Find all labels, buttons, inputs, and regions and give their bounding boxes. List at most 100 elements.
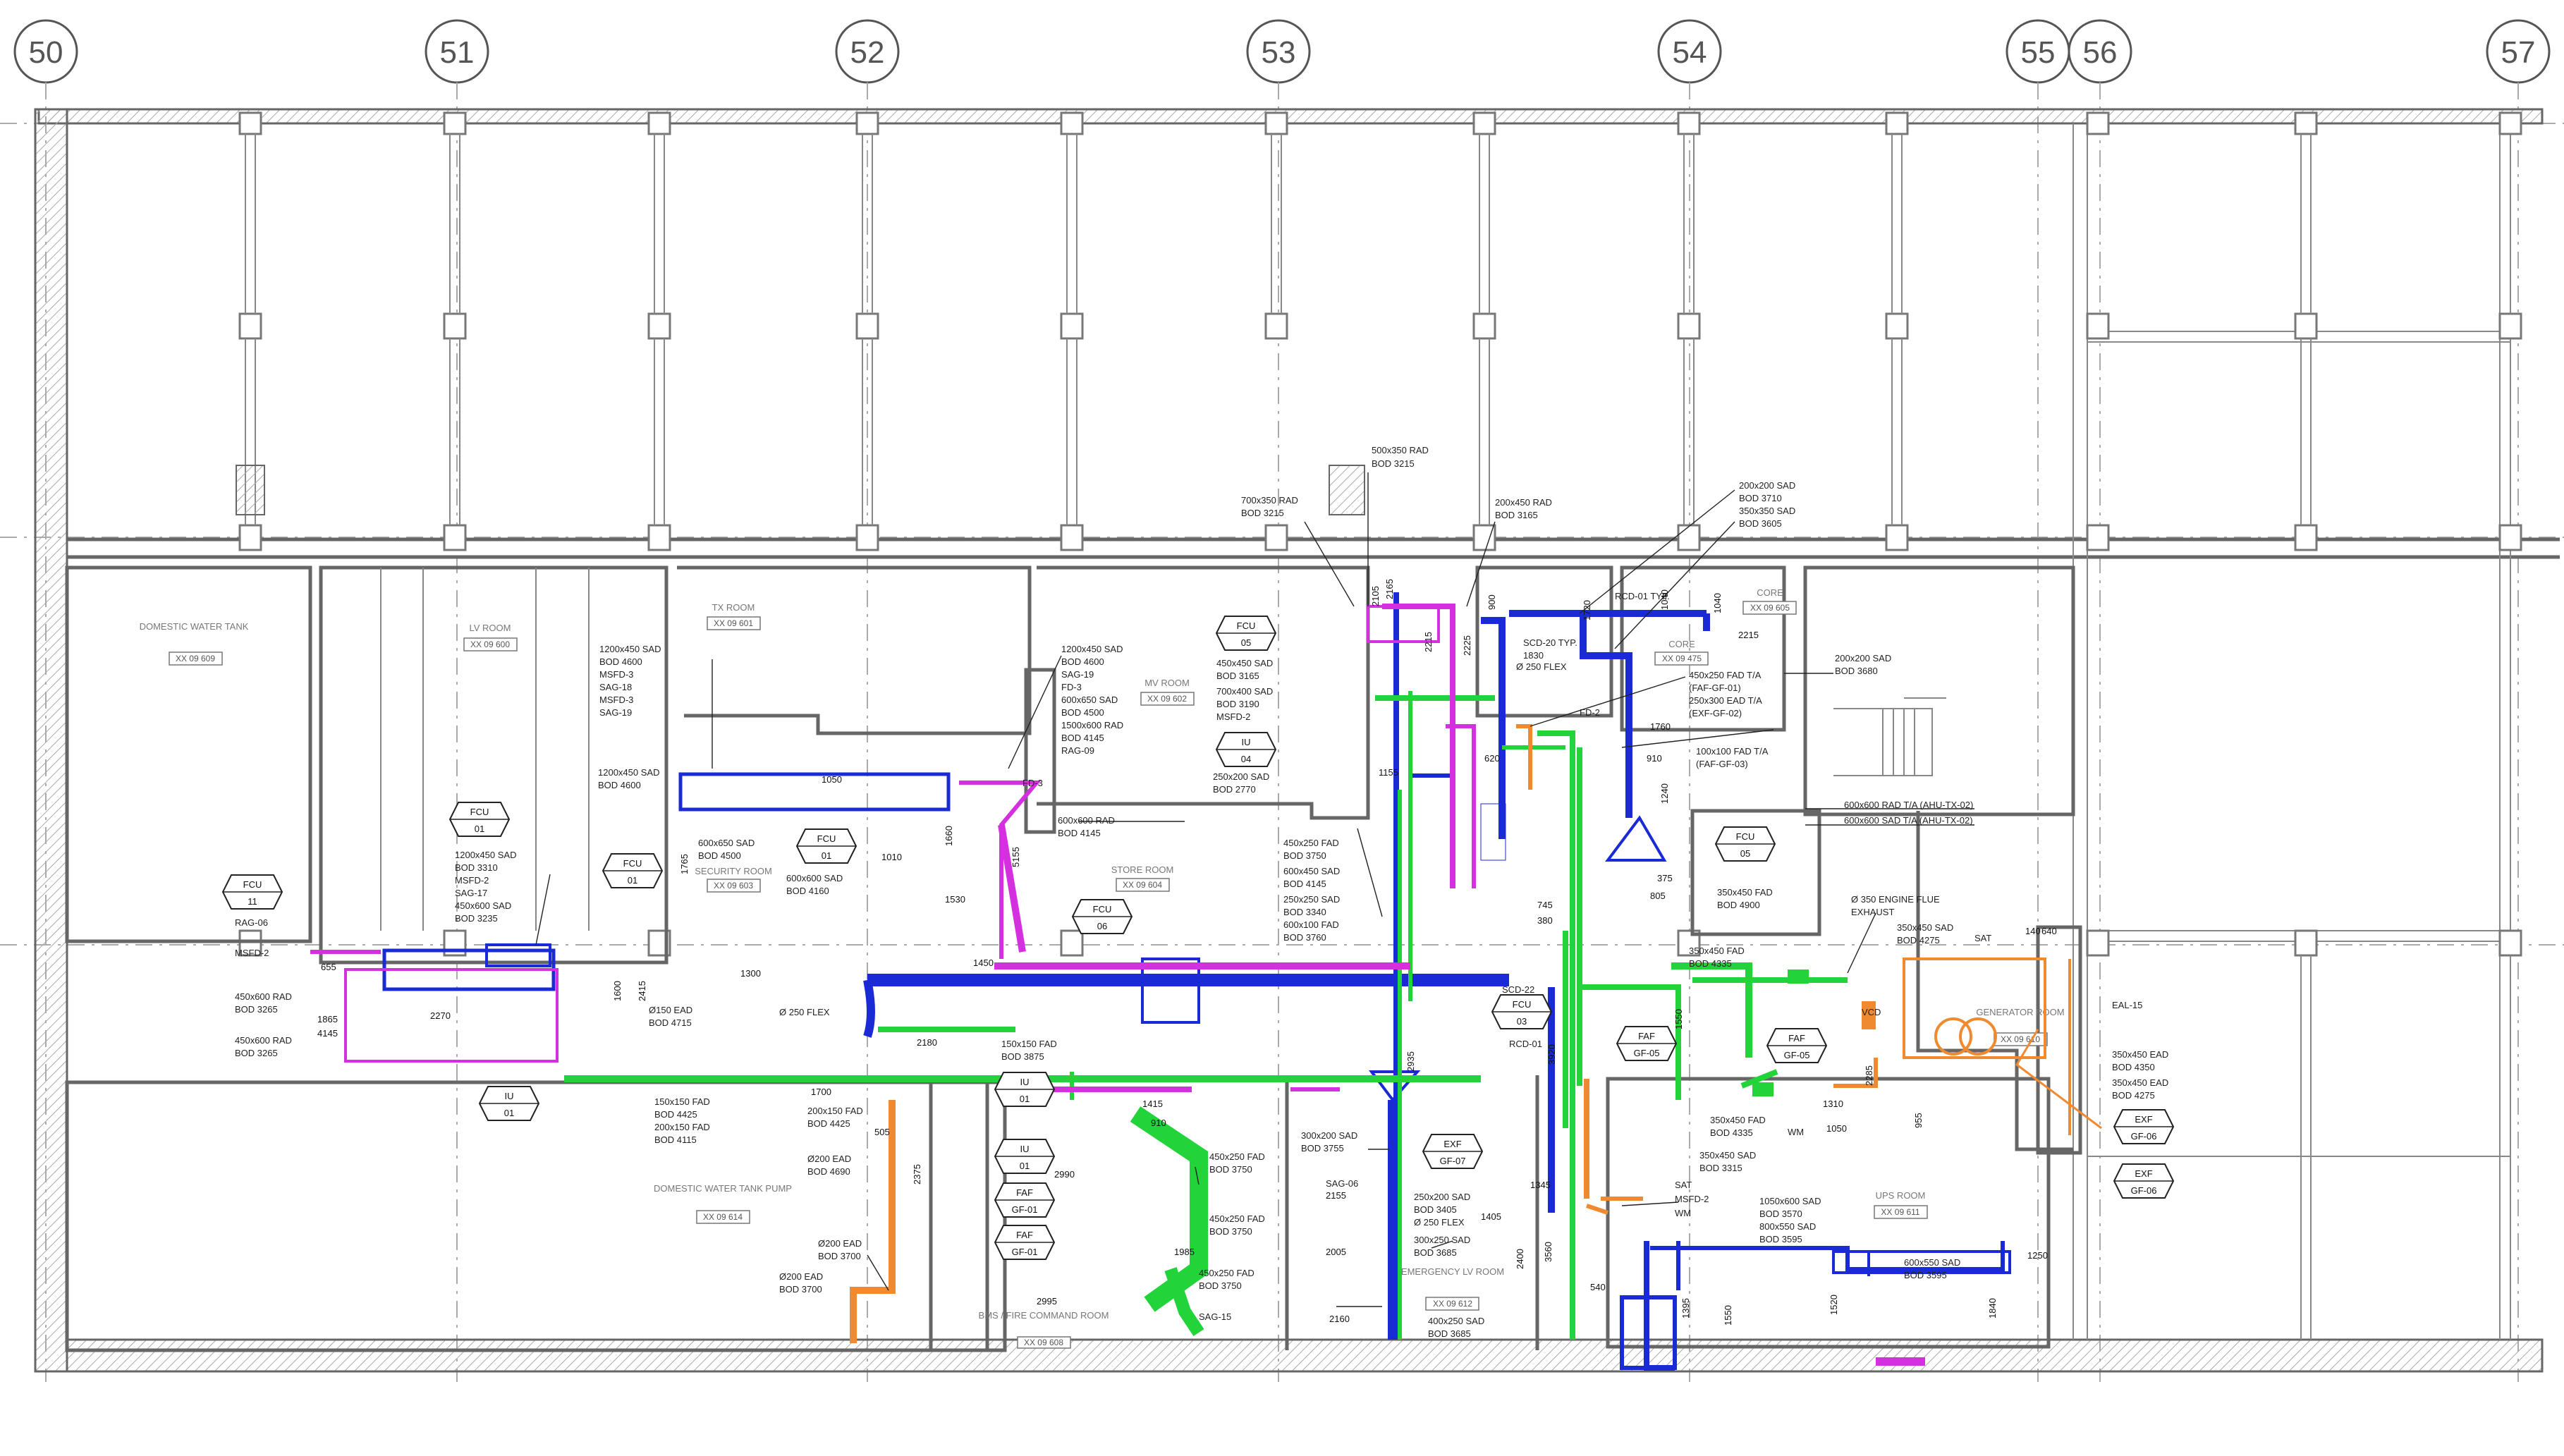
annotation: EAL-15 [2112, 1000, 2142, 1010]
annotation: BOD 4335 [1710, 1127, 1753, 1138]
annotation: 300x200 SAD [1301, 1130, 1357, 1141]
equipment-tag[interactable]: FCU 01 [795, 828, 857, 864]
annotation: Ø 250 FLEX [779, 1007, 830, 1017]
equipment-tag[interactable]: IU 01 [478, 1086, 540, 1121]
annotations: 500x350 RAD BOD 3215 700x350 RAD BOD 321… [235, 445, 2168, 1339]
annotation: RCD-01 TYP. [1615, 591, 1670, 601]
annotation: 700x350 RAD [1241, 495, 1298, 506]
annotation: BOD 3750 [1283, 850, 1326, 861]
dimension: 2215 [1738, 630, 1759, 640]
dimension: 2375 [912, 1164, 922, 1185]
annotation: SAT [1675, 1180, 1692, 1190]
equipment-tag[interactable]: IU 01 [994, 1072, 1056, 1107]
grid-bubble-50: 50 [13, 19, 78, 84]
annotation: RCD-01 [1509, 1039, 1542, 1049]
annotation: 150x150 FAD [654, 1096, 710, 1107]
equipment-tag[interactable]: FCU 01 [602, 853, 664, 888]
dimension: 805 [1650, 891, 1666, 901]
room-tx-room: TX ROOM XX 09 601 [707, 602, 761, 630]
dimension: 2935 [1405, 1051, 1416, 1072]
equipment-tag[interactable]: FCU 11 [221, 874, 283, 910]
equipment-tag[interactable]: FAF GF-05 [1766, 1028, 1828, 1063]
annotation: BOD 4335 [1689, 958, 1732, 969]
equipment-tag[interactable]: IU 01 [994, 1139, 1056, 1174]
grid-bubble-53: 53 [1246, 19, 1311, 84]
room-lv-room: LV ROOM XX 09 600 [463, 623, 518, 651]
room-tag: XX 09 605 [1750, 603, 1790, 613]
annotation: BOD 3165 [1495, 510, 1538, 520]
annotation: BOD 2770 [1213, 784, 1256, 795]
annotation: 200x150 FAD [654, 1122, 710, 1132]
dimension: 380 [1537, 915, 1553, 926]
grid-bubble-57: 57 [2486, 19, 2551, 84]
room-name: MV ROOM [1144, 678, 1190, 688]
dimension: 1840 [1987, 1298, 1998, 1319]
annotation: 350x450 SAD [1897, 922, 1953, 933]
annotation: MSFD-2 [235, 948, 269, 958]
annotation: 350x450 EAD [2112, 1077, 2168, 1088]
grid-bubble-52: 52 [835, 19, 900, 84]
annotation: 1200x450 SAD [1061, 644, 1123, 654]
dimension: 1010 [881, 852, 902, 862]
equipment-tag[interactable]: EXF GF-06 [2113, 1163, 2175, 1199]
equipment-tag[interactable]: EXF GF-06 [2113, 1109, 2175, 1144]
dimension: 2180 [917, 1037, 937, 1048]
equipment-tag[interactable]: FCU 03 [1491, 994, 1553, 1029]
annotation: BOD 4690 [807, 1166, 850, 1177]
dimension: 4145 [317, 1028, 338, 1039]
annotation: 450x250 FAD [1209, 1151, 1265, 1162]
room-tag: XX 09 601 [714, 618, 753, 628]
dimension: 1040 [1659, 589, 1670, 610]
dimension: 2990 [1054, 1169, 1075, 1180]
room-domestic-water-tank: DOMESTIC WATER TANK XX 09 609 [140, 621, 249, 666]
annotation: BOD 4160 [786, 886, 829, 896]
equipment-tag[interactable]: FAF GF-01 [994, 1225, 1056, 1260]
room-name: BMS / FIRE COMMAND ROOM [979, 1310, 1109, 1321]
dimension: 1865 [317, 1014, 338, 1024]
annotation: Ø 250 FLEX [1414, 1217, 1465, 1228]
annotation: 450x250 FAD [1283, 838, 1339, 848]
room-name: DOMESTIC WATER TANK [140, 621, 249, 632]
equipment-tag[interactable]: FCU 06 [1071, 899, 1133, 934]
annotation: SAG-19 [599, 707, 632, 718]
equipment-tag[interactable]: FCU 01 [448, 802, 511, 837]
annotation: 250x200 SAD [1414, 1192, 1470, 1202]
equipment-tag[interactable]: FCU 05 [1714, 826, 1776, 862]
dimension: 1415 [1142, 1099, 1163, 1109]
annotation: 600x100 FAD [1283, 919, 1339, 930]
dimension: 1760 [1650, 721, 1671, 732]
equipment-tag[interactable]: FCU 05 [1215, 616, 1277, 651]
tag-number: 11 [248, 896, 257, 907]
room-tag: XX 09 609 [176, 654, 215, 663]
tag-type: FAF [1788, 1033, 1805, 1044]
annotation: FD-2 [1580, 707, 1600, 718]
dimension: 1405 [1481, 1211, 1501, 1222]
room-name: UPS ROOM [1876, 1190, 1926, 1201]
annotation: Ø200 EAD [807, 1154, 851, 1164]
equipment-tag[interactable]: IU 04 [1215, 732, 1277, 767]
room-name: TX ROOM [712, 602, 755, 613]
dimension: 140 [2025, 926, 2041, 936]
equipment-tag[interactable]: FAF GF-01 [994, 1182, 1056, 1218]
tag-number: 01 [504, 1108, 514, 1118]
annotation: BOD 4275 [1897, 935, 1940, 946]
dimension: 1550 [1673, 1009, 1684, 1029]
tag-number: GF-07 [1440, 1156, 1466, 1166]
annotation: 1050x600 SAD [1759, 1196, 1821, 1206]
annotation: BOD 4500 [698, 850, 741, 861]
room-name: EMERGENCY LV ROOM [1401, 1266, 1504, 1277]
annotation: 600x550 SAD [1904, 1257, 1960, 1268]
annotation: 200x450 RAD [1495, 497, 1552, 508]
room-tank-pump: DOMESTIC WATER TANK PUMP XX 09 614 [654, 1183, 792, 1224]
dimension: 1345 [1530, 1180, 1551, 1190]
leader-lines [535, 472, 1974, 1307]
annotation: 500x350 RAD [1372, 445, 1429, 455]
annotation: 450x250 FAD T/A [1689, 670, 1762, 680]
annotation: 200x200 SAD [1739, 480, 1795, 491]
annotation: Ø 250 FLEX [1516, 661, 1567, 672]
equipment-tag[interactable]: FAF GF-05 [1616, 1026, 1678, 1061]
annotation: RAG-09 [1061, 745, 1094, 756]
annotation: MSFD-3 [599, 669, 633, 680]
equipment-tag[interactable]: EXF GF-07 [1422, 1134, 1484, 1169]
annotation: 150x150 FAD [1001, 1039, 1057, 1049]
